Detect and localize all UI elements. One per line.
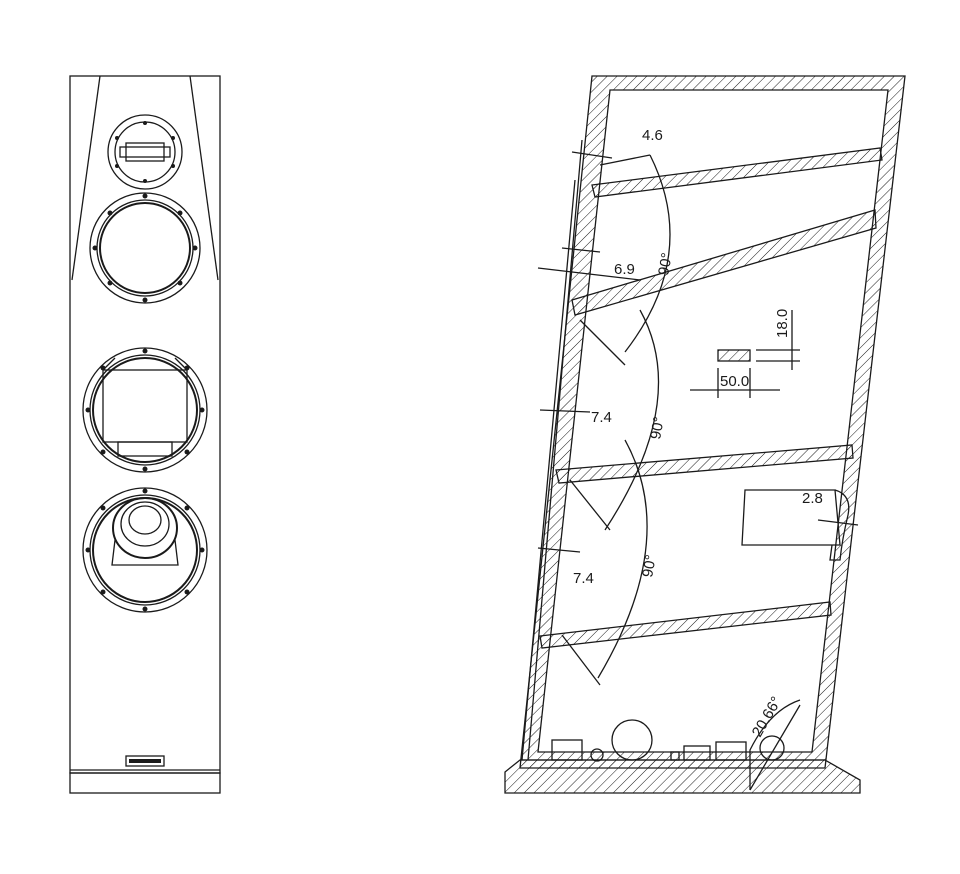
front-view <box>69 75 221 794</box>
tweeter <box>107 114 183 190</box>
dimension-lines <box>537 151 859 791</box>
dim-brace-width: 50.0 <box>720 373 749 390</box>
midrange-driver <box>89 192 201 304</box>
bevel-right <box>189 75 219 281</box>
brace-section <box>717 349 751 362</box>
dim-brace-height: 18.0 <box>774 309 791 338</box>
shelf-1 <box>591 147 883 198</box>
bass-port <box>741 489 850 561</box>
crossover <box>520 719 825 762</box>
baffle-inner-line-2 <box>521 179 576 761</box>
dim-wall-4: 7.4 <box>573 570 594 587</box>
cabinet-base <box>504 759 861 794</box>
shelf-3 <box>539 601 832 649</box>
baffle-inner-line <box>527 139 583 761</box>
woofer-upper <box>82 347 208 473</box>
dim-wall-2: 6.9 <box>614 261 635 278</box>
woofer-lower <box>82 487 208 613</box>
dim-top-wall: 4.6 <box>642 127 663 144</box>
section-view: 4.6 6.9 7.4 7.4 2.8 50.0 18.0 90° 90° 90… <box>504 75 906 794</box>
dim-base-angle: 20.66° <box>749 694 785 740</box>
dim-angle-1: 90° <box>655 251 676 276</box>
plinth <box>69 772 221 794</box>
dim-wall-3: 7.4 <box>591 409 612 426</box>
brand-badge-mark <box>129 759 161 763</box>
dim-angle-3: 90° <box>639 553 660 578</box>
dim-port: 2.8 <box>802 490 823 507</box>
slanted-brace <box>571 209 877 316</box>
dim-angle-2: 90° <box>647 415 668 440</box>
bevel-left <box>71 75 101 281</box>
shelf-2 <box>555 444 854 484</box>
